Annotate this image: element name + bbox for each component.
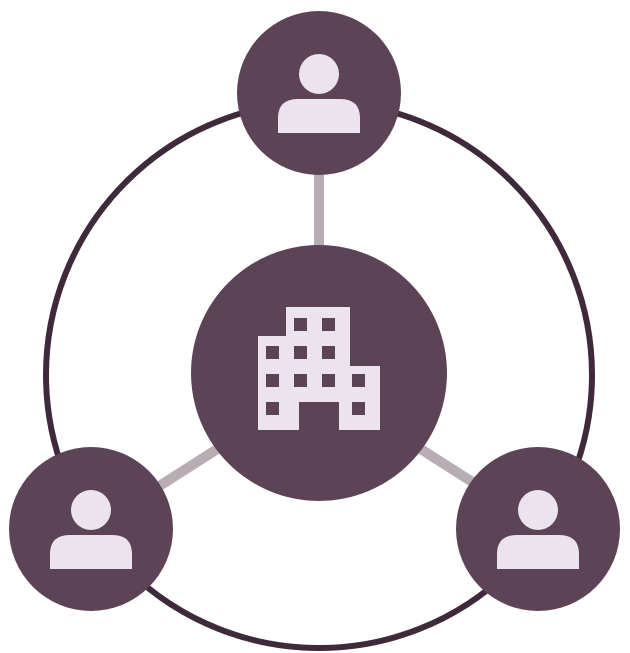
- connector-bottom-left: [147, 441, 225, 497]
- person-icon: [278, 54, 360, 133]
- person-node-bottom-right: [456, 447, 620, 611]
- person-node-top: [237, 11, 401, 175]
- person-node-bottom-left: [9, 447, 173, 611]
- building-icon: [258, 307, 380, 430]
- person-icon: [50, 490, 132, 569]
- center-node: [191, 245, 447, 501]
- person-icon: [497, 490, 579, 569]
